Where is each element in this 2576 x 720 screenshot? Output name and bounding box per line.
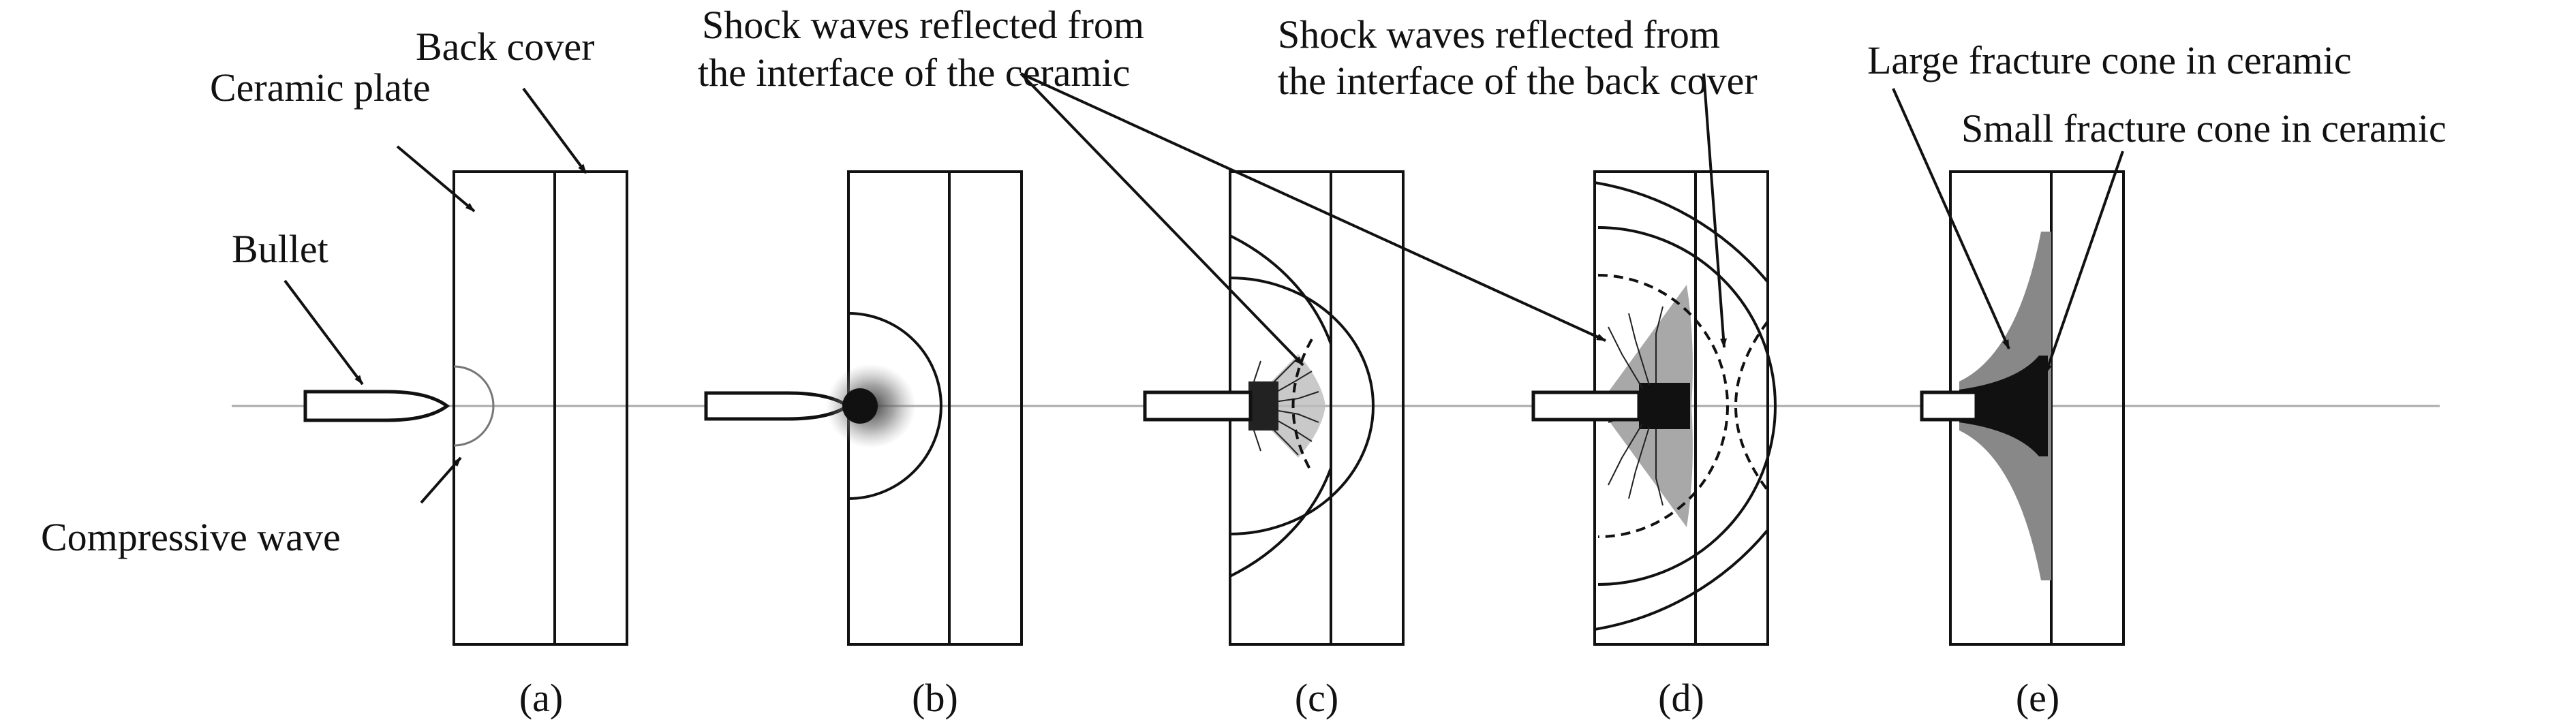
caption-a: (a) bbox=[519, 676, 563, 720]
crack-network bbox=[1253, 357, 1319, 456]
bullet-arrow bbox=[283, 279, 364, 386]
ceramic-plate-arrow bbox=[396, 145, 476, 213]
crushed-zone bbox=[1639, 383, 1690, 429]
compressive-wave-arrow bbox=[420, 456, 462, 504]
label-back-cover: Back cover bbox=[416, 25, 594, 69]
stage-c bbox=[1143, 170, 1405, 646]
bullet bbox=[1143, 390, 1253, 422]
compressive-wave bbox=[848, 312, 942, 500]
compressive-wave bbox=[453, 365, 495, 447]
small-fracture-cone bbox=[1959, 356, 2048, 456]
reflected-wave-ceramic bbox=[1291, 339, 1313, 473]
caption-b: (b) bbox=[912, 676, 958, 720]
ceramic-plate bbox=[453, 170, 556, 646]
caption-e: (e) bbox=[2016, 676, 2059, 720]
compressive-wave bbox=[1229, 277, 1375, 535]
callout-arrows bbox=[283, 72, 2124, 504]
stage-a bbox=[303, 170, 628, 646]
bullet bbox=[303, 390, 450, 422]
small-cone-arrow bbox=[2044, 151, 2124, 374]
shock-ceramic-arrow-c bbox=[1019, 72, 1304, 366]
caption-c: (c) bbox=[1295, 676, 1338, 720]
compressive-wave-outer bbox=[1594, 529, 1769, 631]
back-cover bbox=[553, 170, 628, 646]
compressive-wave bbox=[1597, 226, 1777, 586]
label-large-cone: Large fracture cone in ceramic bbox=[1867, 38, 2352, 82]
label-shock-ceramic-1: Shock waves reflected from bbox=[702, 3, 1144, 47]
label-shock-back-2: the interface of the back cover bbox=[1278, 59, 1758, 103]
compressive-wave-outer bbox=[1229, 467, 1332, 578]
back-cover bbox=[948, 170, 1023, 646]
crushed-zone bbox=[1248, 381, 1278, 431]
label-shock-ceramic-2: the interface of the ceramic bbox=[698, 50, 1130, 95]
stage-b bbox=[704, 170, 1023, 646]
bullet bbox=[1531, 390, 1641, 422]
reflected-wave-back bbox=[1734, 320, 1769, 492]
back-cover-arrow bbox=[522, 87, 587, 174]
label-ceramic-plate: Ceramic plate bbox=[210, 65, 431, 110]
label-bullet: Bullet bbox=[232, 227, 328, 271]
back-cover bbox=[2050, 170, 2125, 646]
damage-cone bbox=[1247, 354, 1325, 458]
shock-back-arrow bbox=[1702, 73, 1728, 348]
caption-d: (d) bbox=[1658, 676, 1704, 720]
shock-ceramic-arrow-d bbox=[1020, 72, 1606, 342]
stage-e bbox=[1920, 170, 2125, 646]
bullet bbox=[1920, 390, 1978, 422]
back-cover bbox=[1694, 170, 1769, 646]
label-small-cone: Small fracture cone in ceramic bbox=[1961, 106, 2447, 151]
compressive-wave-outer bbox=[1229, 234, 1332, 345]
back-cover bbox=[1330, 170, 1405, 646]
label-compressive-wave: Compressive wave bbox=[41, 515, 341, 559]
compressive-wave-outer bbox=[1594, 181, 1769, 283]
label-shock-back-1: Shock waves reflected from bbox=[1278, 12, 1720, 57]
crushed-zone bbox=[842, 388, 878, 424]
reflected-wave-ceramic bbox=[1597, 274, 1729, 538]
large-cone-arrow bbox=[1892, 88, 2010, 349]
stage-d bbox=[1531, 170, 1777, 646]
